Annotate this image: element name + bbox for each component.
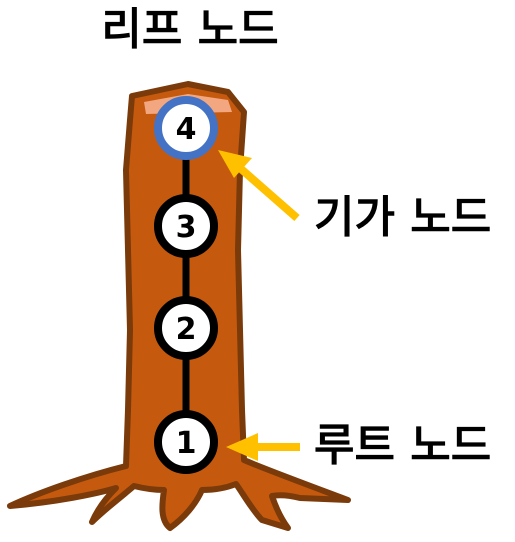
gija-node-label: 기가 노드 [314,192,491,243]
node-2: 2 [154,296,218,360]
arrow-to-node-4 [218,150,300,222]
node-2-label: 2 [176,312,197,347]
node-3-label: 3 [176,210,197,245]
node-4-label: 4 [176,112,197,147]
node-4: 4 [154,96,218,160]
node-3: 3 [154,194,218,258]
node-1-label: 1 [176,426,197,461]
node-1: 1 [154,410,218,474]
root-node-label: 루트 노드 [314,420,491,471]
leaf-node-label: 리프 노드 [101,4,278,55]
arrow-to-node-1 [226,433,300,461]
